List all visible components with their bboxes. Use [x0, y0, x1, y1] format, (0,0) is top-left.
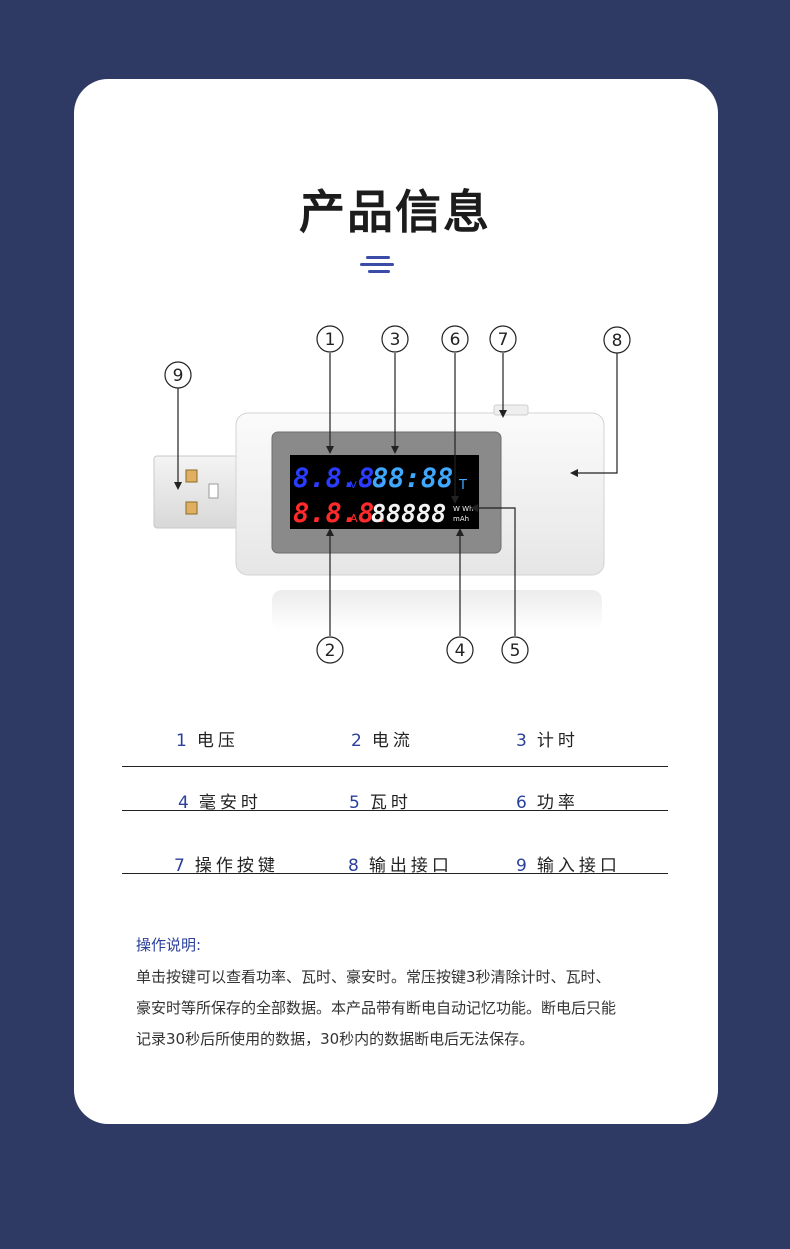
usb-tester-diagram: 8.8.8. V 88:88 T 8.8.8. A 88888 W Wh mAh [153, 325, 631, 664]
device-reflection [272, 590, 602, 630]
page-title: 产品信息 [299, 185, 491, 239]
lcd-voltage-unit: V [350, 480, 357, 491]
instructions-line: 记录30秒后所使用的数据，30秒内的数据断电后无法保存。 [136, 1030, 535, 1048]
lcd-voltage: 8.8.8. [293, 463, 391, 494]
callout-4: 4 [455, 641, 466, 661]
lcd-energy-unit-top: W Wh [453, 505, 474, 513]
lcd-timer: 88:88 [372, 463, 453, 494]
callout-7: 7 [498, 330, 509, 350]
instructions-body: 单击按键可以查看功率、瓦时、豪安时。常压按键3秒清除计时、瓦时、 豪安时等所保存… [136, 962, 676, 1055]
lcd-energy-unit-bottom: mAh [453, 515, 469, 523]
callout-2: 2 [325, 641, 336, 661]
lcd-current-unit: A [350, 512, 358, 525]
instructions-line: 单击按键可以查看功率、瓦时、豪安时。常压按键3秒清除计时、瓦时、 [136, 968, 611, 986]
lcd-timer-unit: T [458, 478, 467, 493]
instructions-title: 操作说明: [136, 936, 202, 954]
instructions-line: 豪安时等所保存的全部数据。本产品带有断电自动记忆功能。断电后只能 [136, 999, 617, 1017]
usb-input-plug [153, 455, 241, 529]
callout-6: 6 [450, 330, 461, 350]
callout-5: 5 [510, 641, 521, 661]
lcd-energy: 88888 [371, 499, 446, 528]
callout-3: 3 [390, 330, 401, 350]
callout-1: 1 [325, 330, 336, 350]
callout-8: 8 [612, 331, 623, 351]
callout-9: 9 [173, 366, 184, 386]
title-decoration-icon [360, 256, 394, 278]
lcd-current: 8.8.8. [293, 498, 391, 529]
lcd-screen [290, 455, 479, 529]
